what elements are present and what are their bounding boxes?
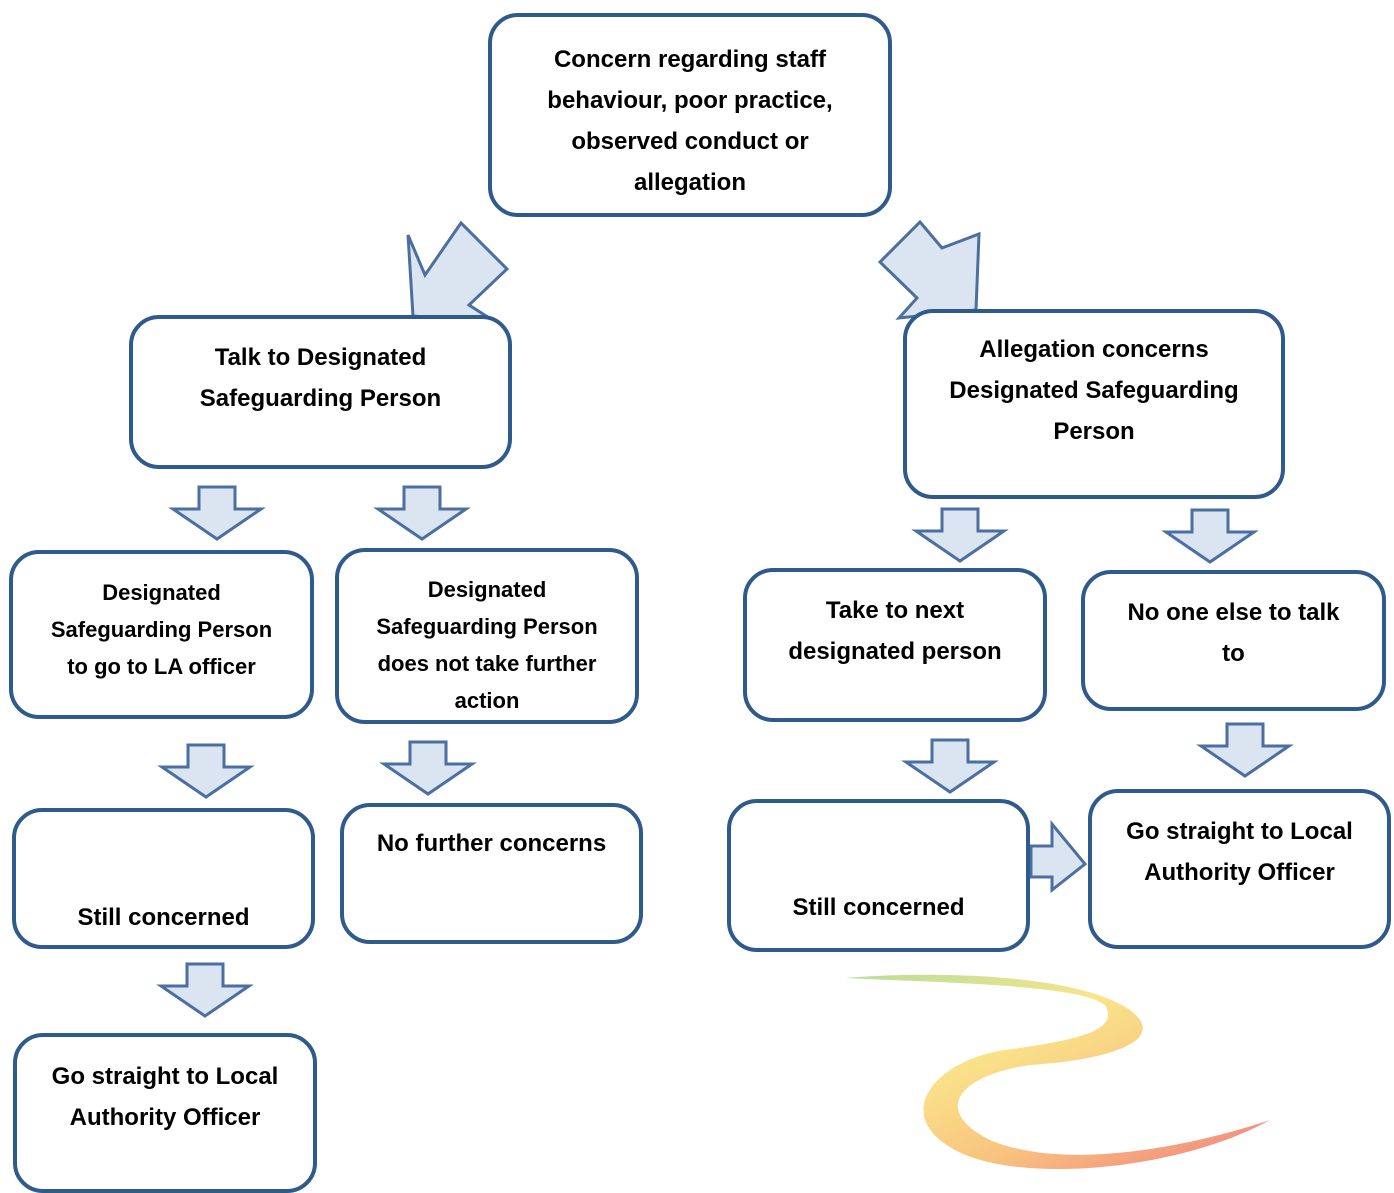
still-concerned-left-box: Still concerned: [12, 808, 315, 949]
no-further-concerns-box: No further concerns: [340, 803, 643, 944]
next-designated-line-2: designated person: [788, 638, 1002, 665]
dsp-go-to-la-officer-box: Designated Safeguarding Person to go to …: [9, 550, 314, 719]
no-one-else-line-1: No one else to talk: [1127, 599, 1340, 626]
la-officer-right-line-1: Go straight to Local: [1126, 818, 1353, 845]
down-block-arrow-icon: [379, 740, 477, 796]
allegation-concerns-dsp-box: Allegation concerns Designated Safeguard…: [903, 309, 1285, 499]
down-block-arrow-icon: [156, 962, 254, 1018]
dsp-no-action-line-4: action: [454, 688, 520, 713]
right-block-arrow-icon: [1029, 819, 1088, 894]
concern-line-2: behaviour, poor practice,: [547, 87, 833, 114]
dsp-no-action-line-3: does not take further: [377, 651, 597, 676]
next-designated-line-1: Take to next: [825, 597, 965, 624]
down-block-arrow-icon: [373, 485, 471, 541]
take-to-next-designated-box: Take to next designated person: [743, 568, 1047, 722]
diagonal-block-arrow-icon: [877, 219, 981, 320]
talk-to-dsp-box: Talk to Designated Safeguarding Person: [129, 315, 512, 469]
no-one-else-line-2: to: [1222, 640, 1245, 667]
down-block-arrow-icon: [911, 507, 1009, 563]
la-officer-left-line-1: Go straight to Local: [51, 1063, 279, 1090]
down-block-arrow-icon: [157, 743, 255, 799]
no-further-concerns-text: No further concerns: [376, 830, 607, 857]
ribbon-logo-watermark: [845, 974, 1270, 1170]
go-to-la-officer-right-box: Go straight to Local Authority Officer: [1088, 789, 1391, 949]
talk-dsp-line-1: Talk to Designated: [214, 344, 427, 371]
down-block-arrow-icon: [168, 485, 266, 541]
still-concerned-left-text: Still concerned: [77, 904, 250, 931]
dsp-la-line-2: Safeguarding Person: [50, 617, 273, 642]
la-officer-right-line-2: Authority Officer: [1144, 859, 1335, 886]
allegation-line-1: Allegation concerns: [979, 336, 1209, 363]
no-one-else-to-talk-box: No one else to talk to: [1081, 570, 1386, 711]
down-block-arrow-icon: [1161, 508, 1259, 564]
dsp-no-further-action-box: Designated Safeguarding Person does not …: [335, 548, 639, 724]
concern-line-4: allegation: [633, 169, 747, 196]
diagonal-block-arrow-icon: [406, 220, 510, 325]
concern-start-box: Concern regarding staff behaviour, poor …: [488, 13, 892, 217]
concern-line-1: Concern regarding staff: [553, 46, 827, 73]
down-block-arrow-icon: [901, 738, 999, 794]
concern-line-3: observed conduct or: [571, 128, 809, 155]
still-concerned-right-box: Still concerned: [727, 799, 1030, 952]
dsp-la-line-3: to go to LA officer: [67, 654, 256, 679]
talk-dsp-line-2: Safeguarding Person: [199, 385, 442, 412]
allegation-line-3: Person: [1053, 418, 1135, 445]
down-block-arrow-icon: [1196, 722, 1294, 778]
still-concerned-right-text: Still concerned: [792, 894, 965, 921]
connector-arrows: [156, 219, 1294, 1018]
dsp-la-line-1: Designated: [102, 580, 221, 605]
allegation-line-2: Designated Safeguarding: [949, 377, 1239, 404]
dsp-no-action-line-1: Designated: [427, 577, 547, 602]
go-to-la-officer-left-box: Go straight to Local Authority Officer: [13, 1033, 317, 1193]
dsp-no-action-line-2: Safeguarding Person: [376, 614, 598, 639]
la-officer-left-line-2: Authority Officer: [69, 1104, 261, 1131]
